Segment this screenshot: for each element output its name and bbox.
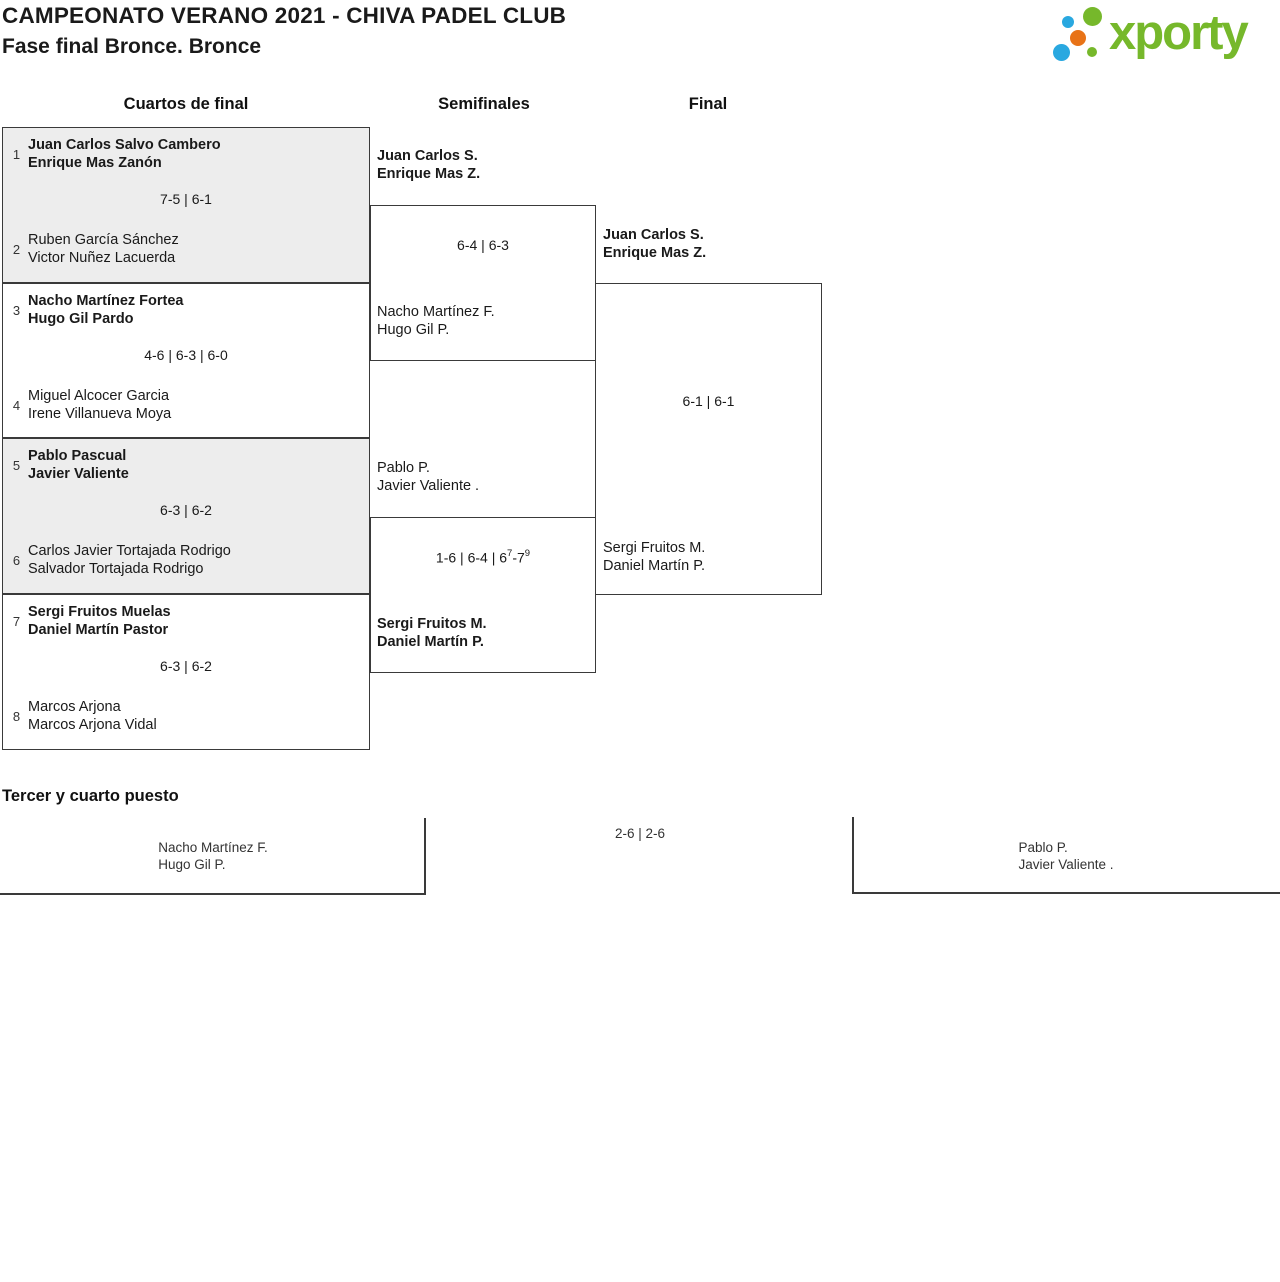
logo-dot-blue-small-icon	[1062, 16, 1074, 28]
team-entry: 6 Carlos Javier Tortajada Rodrigo Salvad…	[9, 543, 231, 578]
team-name: Daniel Martín Pastor	[28, 621, 169, 638]
team-name: Salvador Tortajada Rodrigo	[28, 560, 204, 577]
team-name: Ruben García Sánchez	[28, 232, 179, 248]
final-score: 6-1 | 6-1	[682, 393, 735, 409]
team-name: Enrique Mas Z.	[377, 165, 481, 182]
third-place-right-entry: Pablo P. Javier Valiente .	[852, 839, 1280, 873]
third-place-score: 2-6 | 2-6	[614, 826, 666, 841]
seed-label: 1	[12, 147, 21, 162]
final-box	[595, 283, 822, 595]
seed-label: 2	[12, 242, 21, 257]
team-name: Javier Valiente .	[377, 477, 480, 494]
team-name: Javier Valiente	[28, 465, 129, 482]
team-name: Hugo Gil P.	[158, 857, 226, 872]
match-score: 6-3 | 6-2	[160, 502, 212, 518]
team-name: Carlos Javier Tortajada Rodrigo	[28, 543, 231, 559]
sf1-bottom-entry: Nacho Martínez F. Hugo Gil P.	[377, 304, 495, 339]
sf1-top-entry: Juan Carlos S. Enrique Mas Z.	[377, 148, 480, 183]
tiebreak-sup: 7	[507, 548, 513, 559]
score-text: -7	[512, 549, 525, 566]
page-subtitle: Fase final Bronce. Bronce	[2, 35, 262, 58]
team-entry: 2 Ruben García Sánchez Victor Nuñez Lacu…	[9, 232, 179, 267]
sf1-score: 6-4 | 6-3	[457, 237, 509, 253]
team-name: Juan Carlos S.	[377, 148, 478, 164]
third-place-left-entry: Nacho Martínez F. Hugo Gil P.	[0, 839, 426, 873]
sf2-bottom-entry: Sergi Fruitos M. Daniel Martín P.	[377, 616, 487, 651]
team-name: Irene Villanueva Moya	[28, 405, 172, 422]
column-header-semifinales: Semifinales	[438, 95, 530, 113]
team-name: Pablo P.	[377, 460, 430, 476]
team-name: Daniel Martín P.	[603, 557, 706, 574]
sf2-score: 1-6 | 6-4 | 67-79	[370, 548, 596, 566]
qf-match-1: 1 Juan Carlos Salvo Cambero Enrique Mas …	[2, 127, 370, 283]
xporty-logo[interactable]: xporty	[1045, 0, 1280, 78]
team-name: Sergi Fruitos M.	[603, 540, 706, 556]
column-header-final: Final	[688, 95, 728, 113]
score-text: 1-6 | 6-4 | 6	[435, 549, 508, 566]
qf-match-2: 3 Nacho Martínez Fortea Hugo Gil Pardo 4…	[2, 283, 370, 438]
team-name: Enrique Mas Zanón	[28, 154, 162, 171]
sf2-box	[370, 517, 596, 673]
team-name: Juan Carlos S.	[603, 227, 704, 243]
team-entry: 3 Nacho Martínez Fortea Hugo Gil Pardo	[9, 293, 184, 328]
sf2-top-entry: Pablo P. Javier Valiente .	[377, 460, 479, 495]
seed-label: 3	[12, 303, 21, 318]
team-name: Juan Carlos Salvo Cambero	[28, 137, 221, 153]
team-name: Nacho Martínez Fortea	[28, 293, 184, 309]
team-name: Marcos Arjona Vidal	[28, 716, 157, 733]
logo-dot-orange-icon	[1070, 30, 1086, 46]
final-bottom-entry: Sergi Fruitos M. Daniel Martín P.	[603, 540, 705, 575]
team-entry: 4 Miguel Alcocer Garcia Irene Villanueva…	[9, 388, 171, 423]
logo-dot-green-large-icon	[1083, 7, 1102, 26]
match-score: 4-6 | 6-3 | 6-0	[144, 347, 228, 363]
team-entry: 8 Marcos Arjona Marcos Arjona Vidal	[9, 699, 157, 734]
page-title: CAMPEONATO VERANO 2021 - CHIVA PADEL CLU…	[2, 3, 567, 28]
team-name: Pablo Pascual	[28, 448, 127, 464]
column-header-cuartos: Cuartos de final	[123, 95, 249, 113]
team-entry: 1 Juan Carlos Salvo Cambero Enrique Mas …	[9, 137, 221, 172]
logo-dot-green-small-icon	[1087, 47, 1097, 57]
seed-label: 8	[12, 709, 21, 724]
team-name: Victor Nuñez Lacuerda	[28, 249, 176, 266]
seed-label: 5	[12, 458, 21, 473]
tiebreak-sup: 9	[524, 548, 531, 559]
third-place-heading: Tercer y cuarto puesto	[2, 787, 179, 805]
seed-label: 4	[12, 398, 21, 413]
team-name: Sergi Fruitos Muelas	[28, 604, 171, 620]
team-name: Hugo Gil Pardo	[28, 310, 134, 327]
team-name: Javier Valiente .	[1018, 857, 1114, 872]
third-place-left-bracket-line	[0, 818, 426, 895]
team-name: Daniel Martín P.	[377, 633, 484, 650]
team-name: Nacho Martínez F.	[158, 840, 268, 855]
team-name: Hugo Gil P.	[377, 321, 450, 338]
team-name: Enrique Mas Z.	[603, 244, 707, 261]
team-name: Pablo P.	[1018, 840, 1068, 855]
match-score: 6-3 | 6-2	[160, 658, 212, 674]
logo-wordmark: xporty	[1109, 6, 1249, 60]
team-entry: 5 Pablo Pascual Javier Valiente	[9, 448, 129, 483]
team-name: Miguel Alcocer Garcia	[28, 388, 170, 404]
final-top-entry: Juan Carlos S. Enrique Mas Z.	[603, 227, 706, 262]
qf-match-4: 7 Sergi Fruitos Muelas Daniel Martín Pas…	[2, 594, 370, 750]
team-name: Marcos Arjona	[28, 699, 121, 715]
third-place-right-bracket-line	[852, 817, 1280, 894]
qf-match-3: 5 Pablo Pascual Javier Valiente 6-3 | 6-…	[2, 438, 370, 594]
seed-label: 6	[12, 553, 21, 568]
seed-label: 7	[12, 614, 21, 629]
team-name: Nacho Martínez F.	[377, 304, 495, 320]
match-score: 7-5 | 6-1	[160, 191, 212, 207]
team-name: Sergi Fruitos M.	[377, 616, 487, 632]
team-entry: 7 Sergi Fruitos Muelas Daniel Martín Pas…	[9, 604, 171, 639]
logo-dot-blue-large-icon	[1053, 44, 1070, 61]
